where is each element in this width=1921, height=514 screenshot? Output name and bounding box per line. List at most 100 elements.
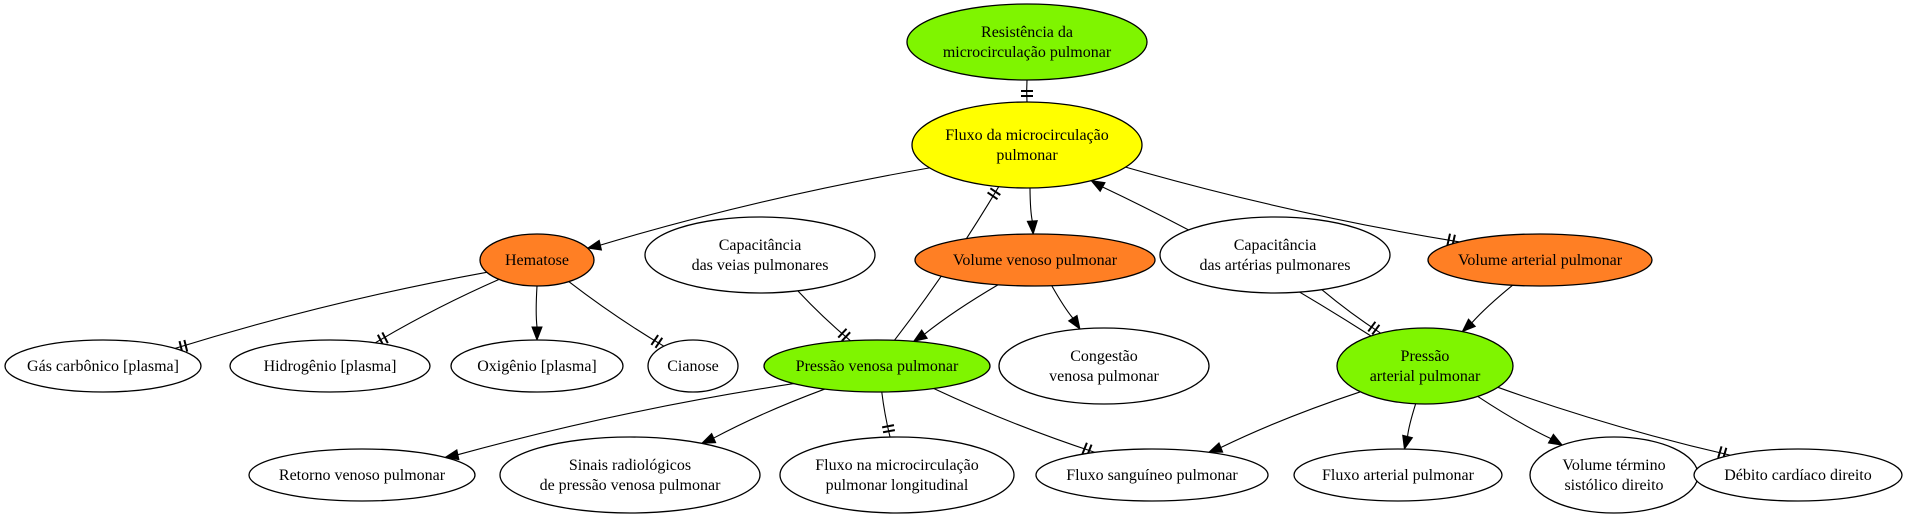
edge-cap_veias-to-pressao_venosa — [797, 290, 851, 342]
node-cap_arterias: Capacitância das artérias pulmonares — [1159, 216, 1391, 294]
arrowhead-icon — [1547, 433, 1564, 446]
node-shape — [1159, 216, 1391, 294]
arrowhead-icon — [1461, 318, 1477, 333]
edge-hematose-to-oxigenio — [531, 285, 543, 342]
node-shape — [450, 339, 624, 393]
edge-line — [713, 388, 825, 439]
arrowhead-icon — [1067, 314, 1081, 331]
edge-pressao_arterial-to-fluxo_arterial — [1402, 403, 1417, 451]
edge-fluxo_micro-to-hematose — [586, 167, 930, 251]
edge-pressao_venosa-to-sinais — [700, 388, 825, 444]
node-label: pulmonar — [996, 147, 1058, 164]
edges-layer — [174, 79, 1731, 461]
node-vol_venoso: Volume venoso pulmonar — [914, 233, 1156, 287]
node-shape — [499, 436, 761, 514]
node-label: Volume arterial pulmonar — [1458, 252, 1623, 269]
node-shape — [647, 339, 739, 393]
inverse-tick-icon — [837, 328, 851, 342]
node-label: Oxigênio [plasma] — [477, 358, 597, 375]
edge-line — [881, 391, 891, 438]
node-label: Retorno venoso pulmonar — [279, 467, 446, 484]
arrowhead-icon — [1207, 442, 1224, 453]
node-cianose: Cianose — [647, 339, 739, 393]
node-label: Capacitância — [719, 237, 802, 254]
edge-vol_venoso-to-congestao — [1051, 285, 1081, 331]
arrowhead-icon — [1402, 434, 1414, 451]
node-shape — [914, 233, 1156, 287]
node-retorno: Retorno venoso pulmonar — [248, 448, 476, 502]
arrowhead-icon — [700, 432, 717, 444]
edge-fluxo_micro-to-vol_venoso — [1026, 187, 1038, 236]
node-oxigenio: Oxigênio [plasma] — [450, 339, 624, 393]
edge-line — [1029, 187, 1033, 222]
node-label: Capacitância — [1234, 237, 1317, 254]
edge-line — [568, 281, 665, 347]
node-label: Fluxo da microcirculação — [945, 127, 1109, 144]
node-shape — [911, 101, 1143, 189]
node-label: Cianose — [667, 358, 719, 375]
arrowhead-icon — [443, 448, 460, 461]
node-label: sistólico direito — [1564, 477, 1663, 494]
node-label: venosa pulmonar — [1049, 368, 1159, 385]
node-sinais: Sinais radiológicos de pressão venosa pul… — [499, 436, 761, 514]
node-label: Hidrogênio [plasma] — [264, 358, 397, 375]
node-label: Sinais radiológicos — [569, 457, 691, 474]
arrowhead-icon — [1090, 179, 1106, 193]
node-vol_arterial: Volume arterial pulmonar — [1427, 233, 1653, 287]
node-shape — [1529, 436, 1699, 514]
node-label: de pressão venosa pulmonar — [540, 477, 722, 494]
node-shape — [248, 448, 476, 502]
edge-vol_arterial-to-pressao_arterial — [1461, 284, 1513, 333]
edge-line — [457, 383, 794, 456]
node-label: Resistência da — [981, 24, 1073, 41]
node-hidrogenio: Hidrogênio [plasma] — [229, 339, 431, 393]
edge-hematose-to-hidrogenio — [374, 278, 500, 346]
node-shape — [4, 339, 202, 393]
edge-line — [600, 167, 930, 246]
node-fluxo_micro: Fluxo da microcirculação pulmonar — [911, 101, 1143, 189]
node-label: arterial pulmonar — [1370, 368, 1481, 385]
node-shape — [644, 216, 876, 294]
edge-line — [535, 285, 538, 328]
node-shape — [1293, 448, 1503, 502]
node-label: Gás carbônico [plasma] — [27, 358, 179, 375]
node-gas_carbonico: Gás carbônico [plasma] — [4, 339, 202, 393]
nodes-layer: Resistência da microcirculação pulmonarFl… — [4, 3, 1903, 514]
node-label: pulmonar longitudinal — [826, 477, 969, 494]
inverse-tick-icon — [881, 424, 896, 434]
edge-line — [1051, 285, 1074, 319]
node-shape — [479, 233, 595, 287]
inverse-tick-icon — [1367, 321, 1381, 336]
node-label: Hematose — [505, 252, 569, 269]
arrowhead-icon — [1026, 220, 1038, 236]
node-fluxo_arterial: Fluxo arterial pulmonar — [1293, 448, 1503, 502]
node-label: Débito cardíaco direito — [1724, 467, 1872, 484]
edge-line — [1407, 403, 1417, 437]
node-fluxo_sanguineo: Fluxo sanguíneo pulmonar — [1035, 448, 1269, 502]
node-label: Pressão — [1401, 348, 1450, 365]
inverse-tick-icon — [650, 334, 664, 349]
edge-pressao_venosa-to-retorno — [443, 383, 794, 461]
node-label: Pressão venosa pulmonar — [796, 358, 959, 375]
arrowhead-icon — [912, 329, 929, 343]
node-shape — [779, 436, 1015, 514]
edge-vol_venoso-to-pressao_venosa — [912, 284, 999, 343]
edge-line — [174, 271, 487, 349]
edge-line — [1471, 284, 1513, 324]
node-label: Fluxo sanguíneo pulmonar — [1066, 467, 1238, 484]
node-hematose: Hematose — [479, 233, 595, 287]
node-resistencia: Resistência da microcirculação pulmonar — [906, 3, 1148, 81]
node-shape — [229, 339, 431, 393]
node-label: microcirculação pulmonar — [943, 44, 1112, 61]
edge-line — [1497, 386, 1731, 456]
edge-line — [924, 284, 999, 335]
node-label: das artérias pulmonares — [1199, 257, 1350, 274]
inverse-tick-icon — [1021, 90, 1033, 97]
edge-pressao_arterial-to-fluxo_sanguineo — [1207, 391, 1361, 453]
node-label: Congestão — [1070, 348, 1138, 365]
node-shape — [998, 327, 1210, 405]
node-congestao: Congestão venosa pulmonar — [998, 327, 1210, 405]
edge-cap_arterias-to-pressao_arterial — [1321, 289, 1381, 336]
